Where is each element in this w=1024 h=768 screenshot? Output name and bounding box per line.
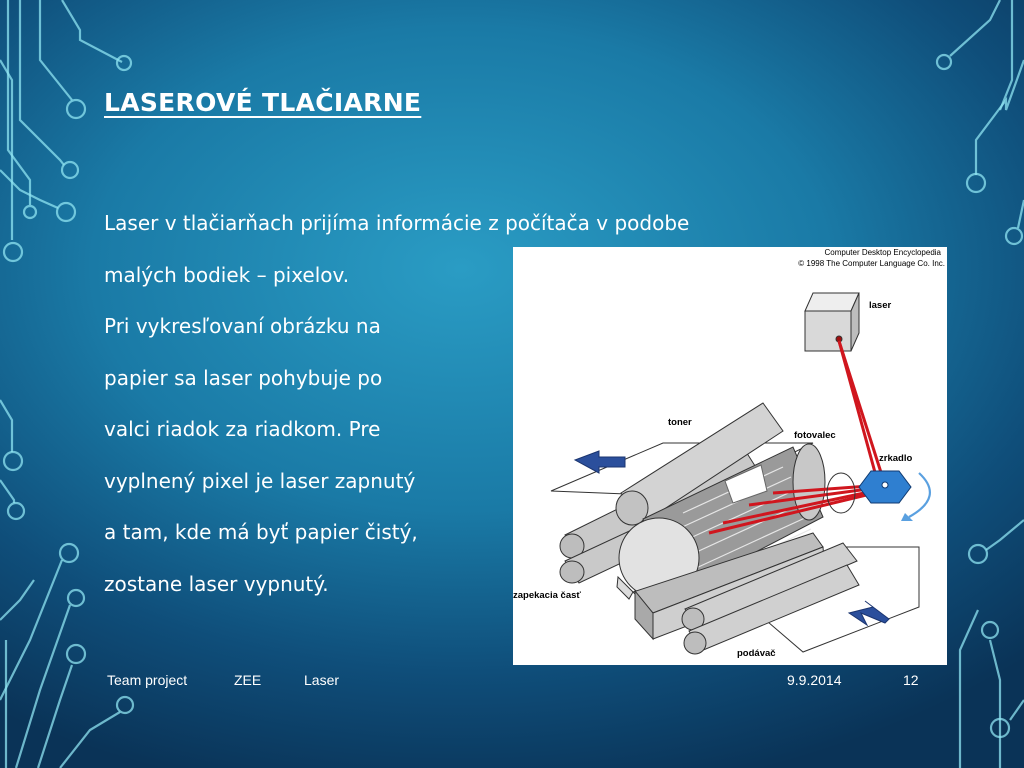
body-line: vyplnený pixel je laser zapnutý bbox=[104, 468, 416, 493]
label-fotovalec: fotovalec bbox=[794, 430, 836, 441]
toner-cylinder bbox=[615, 402, 784, 526]
body-text: Laser v tlačiarňach prijíma informácie z… bbox=[104, 198, 864, 610]
label-toner: toner bbox=[668, 417, 692, 428]
body-line: valci riadok za riadkom. Pre bbox=[104, 417, 381, 441]
label-laser: laser bbox=[869, 300, 891, 311]
slide-title: LASEROVÉ TLAČIARNE bbox=[104, 88, 422, 117]
body-line: a tam, kde má byť papier čistý, bbox=[104, 520, 418, 544]
credit-line-1: Computer Desktop Encyclopedia bbox=[824, 248, 941, 257]
footer-date: 9.9.2014 bbox=[787, 672, 842, 688]
paper-in-arrow-icon bbox=[847, 600, 890, 627]
body-line: zostane laser vypnutý. bbox=[104, 571, 329, 596]
body-line: Pri vykresľovaní obrázku na bbox=[104, 314, 381, 338]
paper-out-arrow-icon bbox=[573, 450, 626, 474]
laser-printer-diagram: Computer Desktop Encyclopedia © 1998 The… bbox=[513, 247, 947, 665]
body-line: Laser v tlačiarňach prijíma informácie z… bbox=[104, 211, 690, 235]
body-line: papier sa laser pohybuje po bbox=[104, 365, 383, 390]
label-podavac: podávač bbox=[737, 648, 776, 659]
laser-box bbox=[804, 292, 860, 352]
mirror bbox=[858, 470, 931, 521]
label-zapekacia: zapekacia časť bbox=[513, 590, 581, 601]
credit-line-2: © 1998 The Computer Language Co. Inc. bbox=[798, 259, 945, 268]
footer-team: Team project bbox=[107, 672, 188, 688]
diagram-svg: Computer Desktop Encyclopedia © 1998 The… bbox=[513, 248, 945, 659]
body-line: malých bodiek – pixelov. bbox=[104, 262, 350, 287]
footer-zee: ZEE bbox=[234, 672, 262, 688]
lens bbox=[826, 472, 856, 514]
footer-page-number: 12 bbox=[903, 672, 919, 688]
lower-rollers bbox=[681, 542, 860, 655]
label-zrkadlo: zrkadlo bbox=[879, 453, 912, 464]
footer-topic: Laser bbox=[304, 672, 340, 688]
